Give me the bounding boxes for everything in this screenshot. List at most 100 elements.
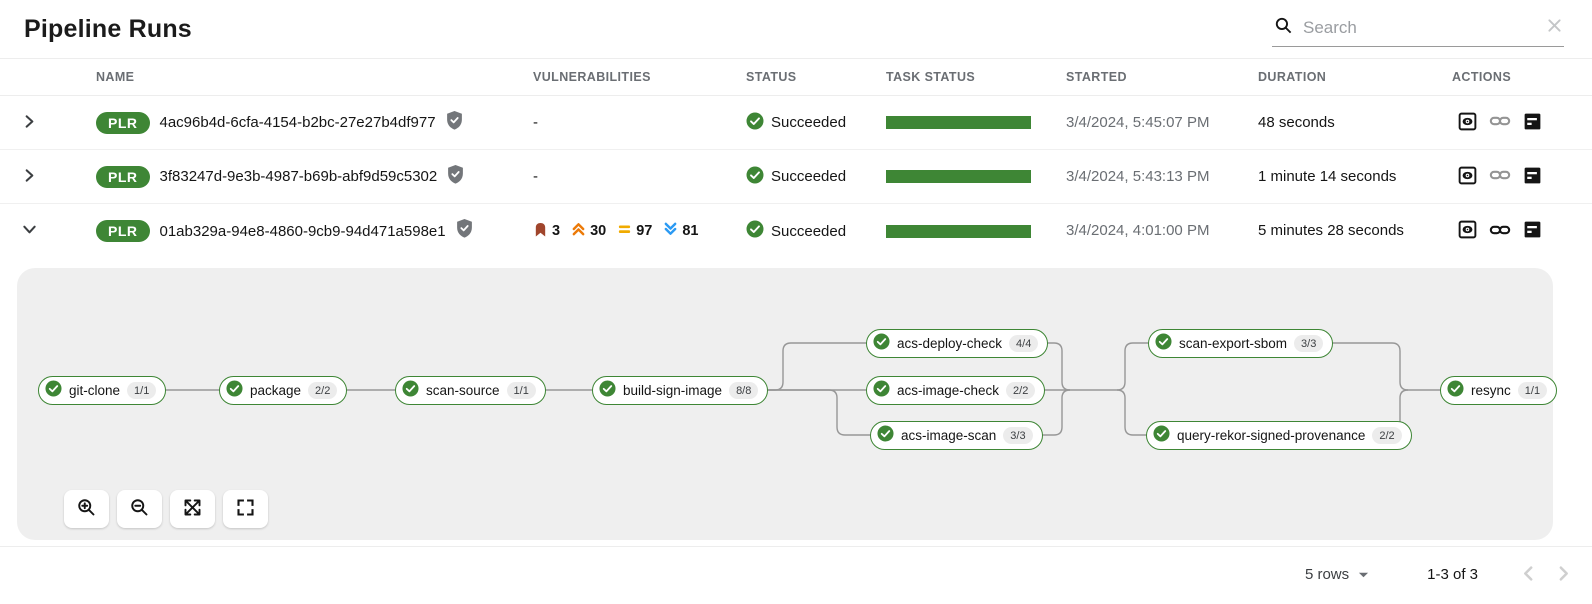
critical-severity: 3 — [533, 221, 560, 242]
view-output-button[interactable] — [1457, 111, 1478, 135]
table-row: PLR 4ac96b4d-6cfa-4154-b2bc-27e27b4df977… — [0, 96, 1592, 150]
task-label: resync — [1471, 383, 1511, 398]
vulnerabilities-empty: - — [533, 113, 538, 131]
zoom-out-icon — [129, 497, 150, 521]
task-node-query-rekor-signed-provenance[interactable]: query-rekor-signed-provenance 2/2 — [1146, 421, 1412, 450]
chevron-left-icon — [1520, 565, 1537, 585]
search-icon — [1274, 16, 1293, 40]
task-label: git-clone — [69, 383, 121, 398]
previous-page-button[interactable] — [1520, 565, 1537, 585]
success-check-icon — [746, 112, 764, 134]
logs-icon — [1522, 111, 1543, 135]
fit-to-screen-button[interactable] — [170, 490, 215, 528]
col-task-status: TASK STATUS — [886, 70, 976, 84]
task-success-icon — [877, 424, 894, 447]
task-step-count: 2/2 — [1006, 382, 1036, 399]
chevron-right-icon — [22, 114, 37, 132]
vulnerabilities-summary[interactable]: 3 30 97 81 — [533, 221, 746, 242]
task-step-count: 3/3 — [1003, 427, 1033, 444]
col-name: NAME — [96, 70, 135, 84]
view-output-button[interactable] — [1457, 165, 1478, 189]
pipeline-run-name[interactable]: 01ab329a-94e8-4860-9cb9-94d471a598e1 — [159, 222, 446, 240]
link-button[interactable] — [1489, 110, 1511, 135]
task-node-scan-export-sbom[interactable]: scan-export-sbom 3/3 — [1148, 329, 1334, 358]
task-success-icon — [873, 332, 890, 355]
pipeline-graph[interactable]: git-clone 1/1 package 2/2 scan-source 1/… — [17, 268, 1558, 540]
task-success-icon — [1153, 424, 1170, 447]
search-box[interactable] — [1272, 12, 1564, 47]
graph-controls — [64, 490, 268, 528]
success-check-icon — [746, 166, 764, 188]
critical-severity-icon — [533, 221, 548, 242]
task-label: build-sign-image — [623, 383, 723, 398]
expand-row-button[interactable] — [22, 114, 37, 132]
fullscreen-button[interactable] — [223, 490, 268, 528]
collapse-row-button[interactable] — [22, 222, 37, 240]
started-timestamp: 3/4/2024, 5:43:13 PM — [1066, 167, 1210, 185]
task-label: acs-image-check — [897, 383, 1000, 398]
task-status-bar — [886, 116, 1031, 129]
status-label: Succeeded — [771, 222, 847, 240]
logs-icon — [1522, 165, 1543, 189]
caret-down-icon — [1358, 566, 1369, 583]
chevron-right-icon — [1555, 565, 1572, 585]
critical-count: 3 — [552, 223, 561, 239]
next-page-button[interactable] — [1555, 565, 1572, 585]
task-label: acs-deploy-check — [897, 336, 1003, 351]
medium-severity-icon — [617, 222, 632, 240]
started-timestamp: 3/4/2024, 5:45:07 PM — [1066, 113, 1210, 131]
pipeline-run-name[interactable]: 3f83247d-9e3b-4987-b69b-abf9d59c5302 — [159, 168, 438, 185]
task-node-scan-source[interactable]: scan-source 1/1 — [395, 376, 546, 405]
plr-badge: PLR — [96, 165, 150, 188]
task-status-bar — [886, 224, 1031, 238]
task-node-package[interactable]: package 2/2 — [219, 376, 348, 405]
clear-search-icon[interactable] — [1547, 18, 1562, 38]
task-step-count: 4/4 — [1009, 335, 1039, 352]
logs-button[interactable] — [1522, 165, 1543, 189]
task-node-resync[interactable]: resync 1/1 — [1440, 376, 1558, 405]
col-started: STARTED — [1066, 70, 1127, 84]
task-step-count: 8/8 — [729, 382, 759, 399]
task-node-git-clone[interactable]: git-clone 1/1 — [38, 376, 167, 405]
medium-severity: 97 — [617, 222, 652, 240]
task-success-icon — [45, 379, 62, 402]
high-count: 30 — [590, 223, 607, 239]
logs-button[interactable] — [1522, 111, 1543, 135]
task-node-build-sign-image[interactable]: build-sign-image 8/8 — [592, 376, 769, 405]
link-button[interactable] — [1489, 164, 1511, 189]
duration-value: 1 minute 14 seconds — [1258, 167, 1397, 185]
medium-count: 97 — [636, 223, 653, 239]
zoom-out-button[interactable] — [117, 490, 162, 528]
started-timestamp: 3/4/2024, 4:01:00 PM — [1066, 222, 1210, 239]
low-count: 81 — [682, 223, 699, 239]
pipeline-run-name[interactable]: 4ac96b4d-6cfa-4154-b2bc-27e27b4df977 — [159, 114, 436, 131]
chevron-down-icon — [22, 222, 37, 240]
link-button[interactable] — [1489, 219, 1511, 244]
col-actions: ACTIONS — [1452, 70, 1512, 84]
high-severity-icon — [571, 221, 586, 241]
logs-button[interactable] — [1522, 219, 1543, 243]
eye-icon — [1457, 111, 1478, 135]
task-label: acs-image-scan — [901, 428, 997, 443]
low-severity-icon — [663, 221, 678, 241]
zoom-in-button[interactable] — [64, 490, 109, 528]
search-input[interactable] — [1303, 17, 1537, 38]
task-node-acs-deploy-check[interactable]: acs-deploy-check 4/4 — [866, 329, 1049, 358]
task-step-count: 1/1 — [506, 382, 536, 399]
task-success-icon — [1155, 332, 1172, 355]
page-title: Pipeline Runs — [24, 14, 192, 43]
logs-icon — [1522, 219, 1543, 243]
low-severity: 81 — [663, 221, 699, 241]
zoom-in-icon — [76, 497, 97, 521]
task-step-count: 3/3 — [1294, 335, 1324, 352]
signed-shield-icon — [447, 164, 464, 189]
rows-per-page-select[interactable]: 5 rows — [1305, 566, 1369, 583]
view-output-button[interactable] — [1457, 219, 1478, 243]
pagination-range: 1-3 of 3 — [1427, 566, 1478, 583]
fit-to-screen-icon — [182, 497, 203, 521]
task-node-acs-image-scan[interactable]: acs-image-scan 3/3 — [870, 421, 1043, 450]
expanded-run-details: git-clone 1/1 package 2/2 scan-source 1/… — [0, 258, 1592, 540]
task-node-acs-image-check[interactable]: acs-image-check 2/2 — [866, 376, 1046, 405]
expand-row-button[interactable] — [22, 168, 37, 186]
table-header: NAME VULNERABILITIES STATUS TASK STATUS … — [0, 58, 1592, 96]
